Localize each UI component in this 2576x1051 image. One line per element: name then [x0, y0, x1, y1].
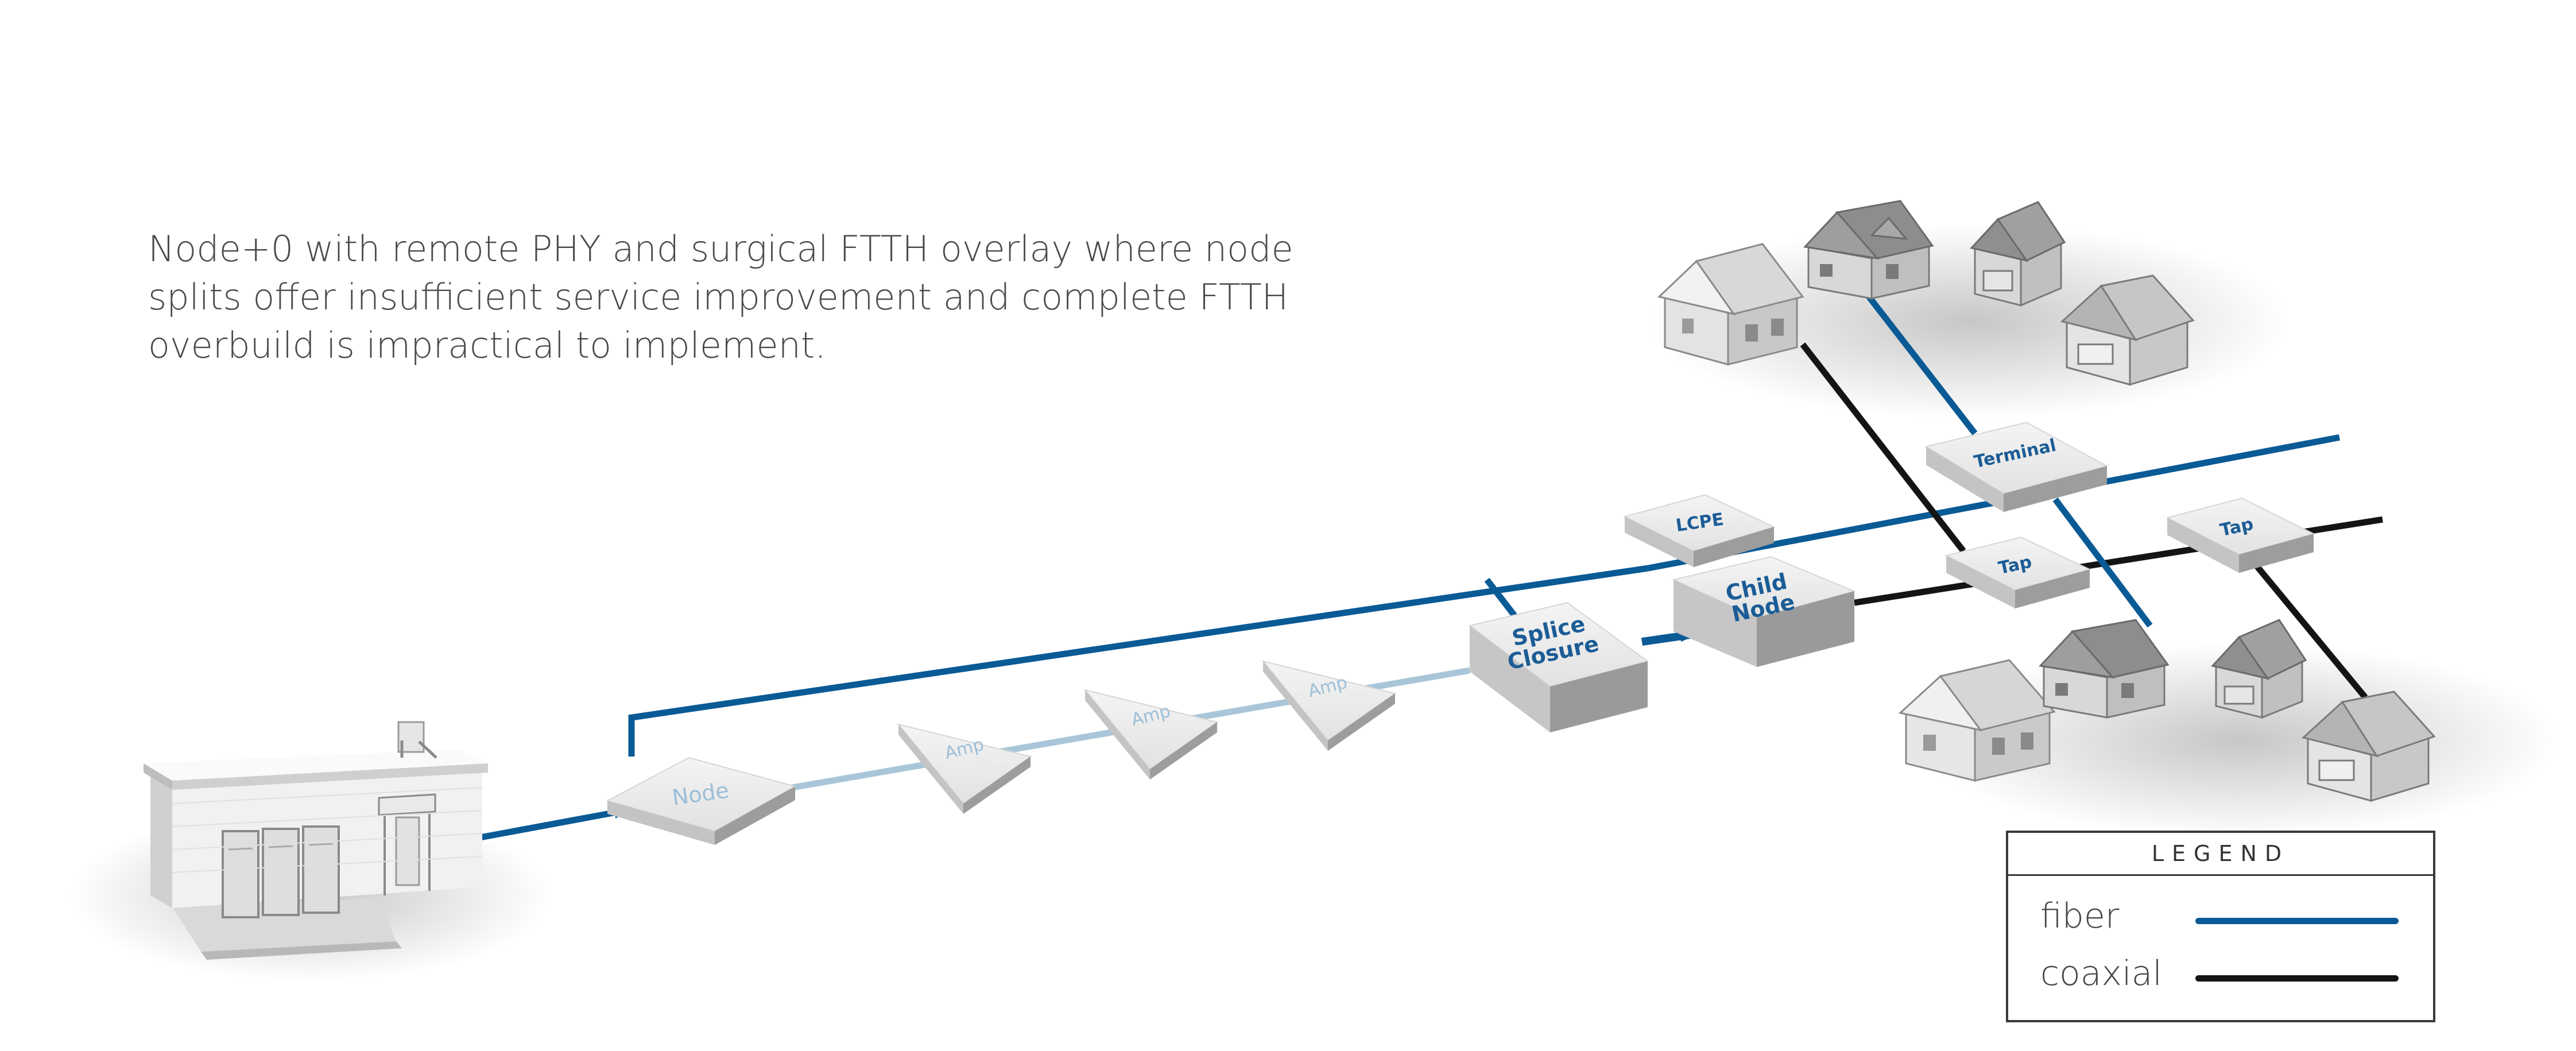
house-bottom-3: [2211, 619, 2307, 719]
legend-swatch-fiber: [2195, 918, 2399, 924]
amp-3: Amp: [1261, 660, 1397, 751]
fiber-drop-a: [1863, 290, 1978, 436]
house-top-2: [1803, 200, 1934, 300]
legend-label-coaxial: coaxial: [2040, 953, 2163, 994]
house-bottom-2: [2038, 619, 2170, 719]
house-top-1: [1657, 243, 1804, 366]
coax-drop-b: [2253, 563, 2368, 700]
lcpe-box: LCPE: [1623, 494, 1776, 567]
legend: LEGEND fiber coaxial: [2006, 831, 2435, 1022]
legend-item-coaxial: coaxial: [2040, 953, 2399, 999]
house-bottom-1: [1898, 659, 2056, 782]
child-node-box: Child Node: [1671, 556, 1857, 667]
terminal-box: Terminal: [1924, 421, 2109, 512]
coax-drop-a: [1800, 342, 1966, 553]
legend-divider: [2008, 874, 2433, 876]
tap-2-box: Tap: [2166, 497, 2315, 573]
fiber-headend-to-node: [470, 807, 627, 843]
amp-1: Amp: [897, 723, 1032, 814]
legend-swatch-coaxial: [2195, 975, 2399, 982]
legend-title: LEGEND: [2151, 841, 2290, 866]
tap-1-box: Tap: [1944, 536, 2091, 608]
node-box: Node: [606, 757, 797, 845]
caption-line-2: splits offer insufficient service improv…: [148, 276, 1289, 318]
caption: Node+0 with remote PHY and surgical FTTH…: [148, 225, 1293, 370]
house-top-3: [1970, 201, 2066, 307]
legend-label-fiber: fiber: [2040, 896, 2120, 936]
fiber-drop-b: [2052, 497, 2153, 628]
caption-line-3: overbuild is impractical to implement.: [148, 324, 826, 366]
headend-building: [144, 721, 488, 960]
caption-line-1: Node+0 with remote PHY and surgical FTTH…: [148, 228, 1293, 270]
splice-closure-box: Splice Closure: [1468, 602, 1649, 732]
legend-item-fiber: fiber: [2040, 896, 2399, 942]
amp-2: Amp: [1083, 689, 1219, 779]
fiber-node-riser: [628, 565, 1648, 757]
fiber-splice-drop: [1484, 577, 1519, 619]
house-bottom-4: [2301, 691, 2436, 802]
house-top-4: [2060, 274, 2195, 386]
